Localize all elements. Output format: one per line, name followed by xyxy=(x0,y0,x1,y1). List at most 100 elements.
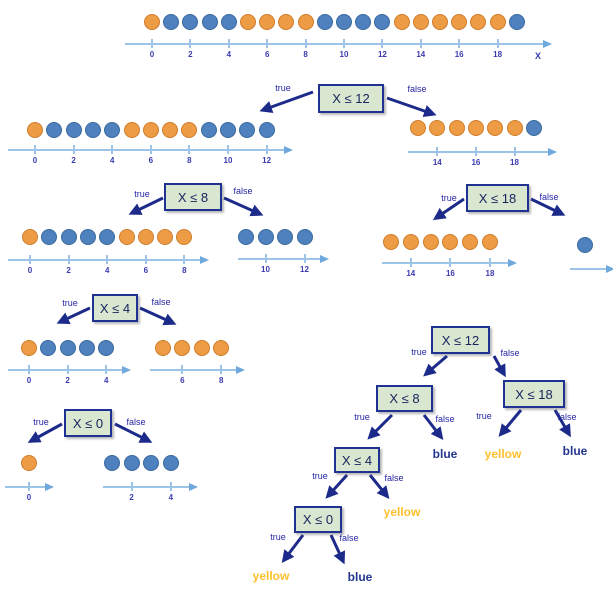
dot-blue xyxy=(99,229,116,245)
tick-mark xyxy=(227,145,229,154)
dot-orange xyxy=(155,340,171,356)
dot-blue xyxy=(257,229,274,245)
arrow-tree12-true xyxy=(423,354,448,377)
number-line xyxy=(125,43,543,45)
node-x-le-8: X ≤ 8 xyxy=(164,183,222,211)
dot-orange xyxy=(393,14,410,30)
axis-arrowhead-icon xyxy=(122,365,131,374)
arrow-split12-false xyxy=(386,96,437,118)
tick-label: 10 xyxy=(261,265,270,274)
dot-blue xyxy=(258,122,275,138)
tick-label: 0 xyxy=(26,376,32,385)
branch-label-false: false xyxy=(407,84,427,94)
dot-orange xyxy=(429,120,446,136)
dot-orange xyxy=(193,340,210,356)
dot-blue xyxy=(163,14,180,30)
dot-blue xyxy=(104,122,121,138)
arrow-tree8-true xyxy=(367,413,394,440)
dot-blue xyxy=(201,14,218,30)
tick-mark xyxy=(227,39,230,48)
dot-orange xyxy=(157,229,174,245)
dot-blue xyxy=(277,229,293,245)
tick-label: 10 xyxy=(223,156,233,165)
axis-arrowhead-icon xyxy=(45,482,54,491)
leaf-label-blue: blue xyxy=(562,444,588,458)
tick-label: 0 xyxy=(32,156,38,165)
dot-blue xyxy=(41,229,58,245)
branch-label-false: false xyxy=(233,186,253,196)
tick-label: 4 xyxy=(104,266,110,275)
dot-orange xyxy=(174,340,191,356)
tick-label: 0 xyxy=(149,50,155,59)
tick-mark xyxy=(220,365,223,374)
axis-arrowhead-icon xyxy=(543,39,552,48)
tick-mark xyxy=(303,254,306,263)
dot-blue xyxy=(84,122,101,138)
dot-orange xyxy=(213,340,230,356)
tick-mark xyxy=(72,145,75,154)
tick-mark xyxy=(304,39,307,48)
tick-mark xyxy=(67,255,70,264)
tick-label: 10 xyxy=(339,50,349,59)
tick-mark xyxy=(458,39,461,48)
dot-blue xyxy=(40,340,57,356)
tick-label: 14 xyxy=(406,269,416,278)
tick-mark xyxy=(265,145,268,154)
dot-orange xyxy=(144,14,160,30)
branch-label-false: false xyxy=(126,417,146,427)
number-line xyxy=(570,268,606,270)
tick-label: 16 xyxy=(471,158,481,167)
tick-label: 2 xyxy=(71,156,76,165)
tick-mark xyxy=(28,365,30,374)
dot-blue xyxy=(316,14,333,30)
arrow-tree4-true xyxy=(325,473,349,499)
branch-label-false: false xyxy=(384,473,404,483)
axis-arrowhead-icon xyxy=(320,254,329,263)
axis-end-label: X xyxy=(535,51,542,61)
axis-arrowhead-icon xyxy=(606,264,613,273)
axis-arrowhead-icon xyxy=(236,365,245,374)
dot-blue xyxy=(123,455,140,471)
tick-mark xyxy=(111,145,114,154)
leaf-label-yellow: yellow xyxy=(383,505,421,519)
number-line xyxy=(408,151,548,153)
tick-label: 0 xyxy=(27,266,33,275)
branch-label-false: false xyxy=(151,297,171,307)
dot-orange xyxy=(422,234,439,250)
branch-label-true: true xyxy=(33,417,49,427)
dot-blue xyxy=(577,237,593,253)
dot-orange xyxy=(278,14,295,30)
tick-label: 8 xyxy=(182,266,187,275)
leaf-label-blue: blue xyxy=(347,570,373,584)
tree-node-x-le-8: X ≤ 8 xyxy=(376,385,433,412)
dot-orange xyxy=(470,14,487,30)
dot-blue xyxy=(104,455,120,471)
dot-blue xyxy=(355,14,372,30)
tick-mark xyxy=(130,482,133,491)
tick-label: 4 xyxy=(226,50,232,59)
tick-label: 2 xyxy=(65,376,70,385)
tick-mark xyxy=(105,365,108,374)
tick-mark xyxy=(66,365,69,374)
tick-mark xyxy=(264,254,267,263)
axis-arrowhead-icon xyxy=(548,147,557,156)
dot-orange xyxy=(118,229,135,245)
dot-orange xyxy=(137,229,154,245)
tree-node-x-le-18: X ≤ 18 xyxy=(503,380,565,408)
tick-label: 8 xyxy=(303,50,308,59)
dot-blue xyxy=(60,229,77,245)
arrow-split8-false xyxy=(223,196,264,217)
number-line xyxy=(382,262,508,264)
branch-label-false: false xyxy=(500,348,520,358)
branch-label-true: true xyxy=(134,189,150,199)
number-line xyxy=(8,259,200,261)
tree-node-x-le-12: X ≤ 12 xyxy=(431,326,490,354)
dot-blue xyxy=(336,14,352,30)
dot-orange xyxy=(383,234,399,250)
dot-orange xyxy=(412,14,429,30)
tick-label: 12 xyxy=(300,265,309,274)
tick-label: 18 xyxy=(510,158,519,167)
dot-orange xyxy=(442,234,459,250)
dot-orange xyxy=(21,340,37,356)
